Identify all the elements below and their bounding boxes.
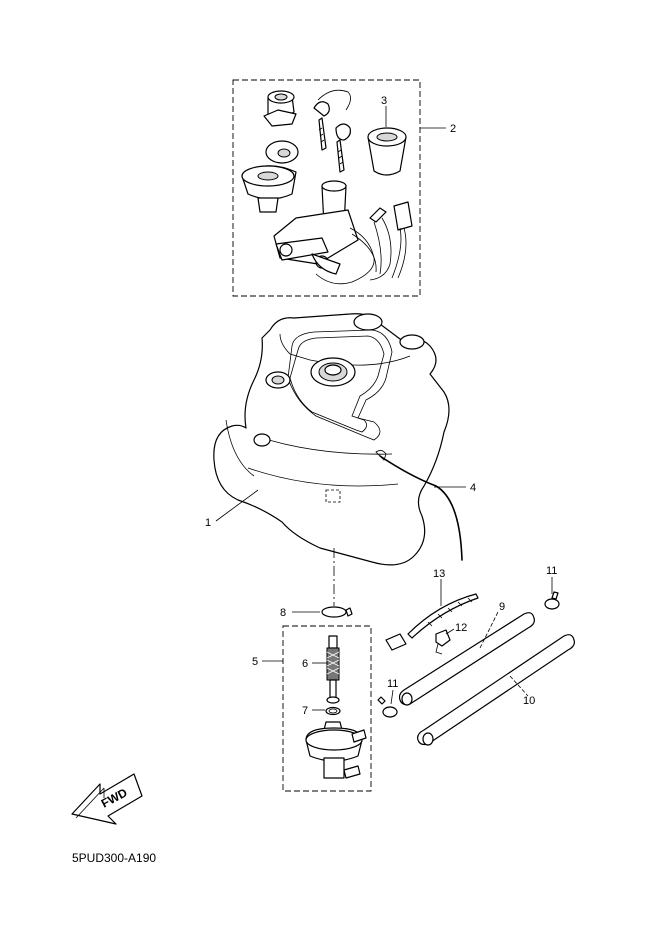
fuel-cock[interactable]: [305, 721, 367, 779]
callout-7[interactable]: 7: [302, 705, 308, 717]
o-ring[interactable]: [325, 706, 341, 716]
hose-clip-8[interactable]: [321, 606, 353, 618]
fuel-cap-lock[interactable]: [241, 140, 299, 213]
main-switch[interactable]: [273, 180, 413, 285]
hose-clip-11-upper[interactable]: [544, 591, 560, 610]
fuel-tank[interactable]: [213, 313, 450, 566]
callout-12[interactable]: 12: [455, 622, 467, 634]
callout-1[interactable]: 1: [205, 517, 211, 529]
hose-clip-11-lower[interactable]: [377, 696, 398, 718]
fuel-cock-group-box: [282, 625, 372, 792]
callout-11a[interactable]: 11: [546, 565, 557, 577]
callout-6[interactable]: 6: [302, 658, 308, 670]
callout-9-leader: [479, 611, 499, 649]
callout-3[interactable]: 3: [381, 95, 387, 107]
breather-hose[interactable]: [379, 455, 463, 561]
callout-4[interactable]: 4: [470, 482, 476, 494]
lock-set-group-box: [232, 79, 421, 297]
callout-2[interactable]: 2: [450, 123, 456, 135]
callout-1-leader: [215, 489, 259, 522]
callout-11b[interactable]: 11: [387, 678, 398, 690]
key-set[interactable]: [313, 89, 351, 173]
callout-10[interactable]: 10: [523, 695, 535, 707]
fwd-arrow: FWD: [71, 773, 143, 825]
vacuum-hose-10[interactable]: [417, 634, 575, 746]
cable-band-13[interactable]: [385, 593, 479, 651]
callout-11b-leader: [390, 689, 394, 705]
callout-12-leader: [445, 628, 455, 635]
seat-lock-cylinder[interactable]: [263, 90, 297, 127]
callout-8[interactable]: 8: [280, 607, 286, 619]
fuel-hose-9[interactable]: [398, 612, 535, 706]
callout-5[interactable]: 5: [252, 656, 258, 668]
fuel-strainer[interactable]: [326, 635, 340, 704]
diagram-part-code: 5PUD300-A190: [72, 851, 157, 865]
callout-13[interactable]: 13: [433, 568, 445, 580]
callout-10-leader: [509, 675, 529, 697]
hose-holder-12[interactable]: [435, 629, 451, 655]
callout-9[interactable]: 9: [499, 601, 505, 613]
lock-cover-cap[interactable]: [367, 127, 407, 176]
